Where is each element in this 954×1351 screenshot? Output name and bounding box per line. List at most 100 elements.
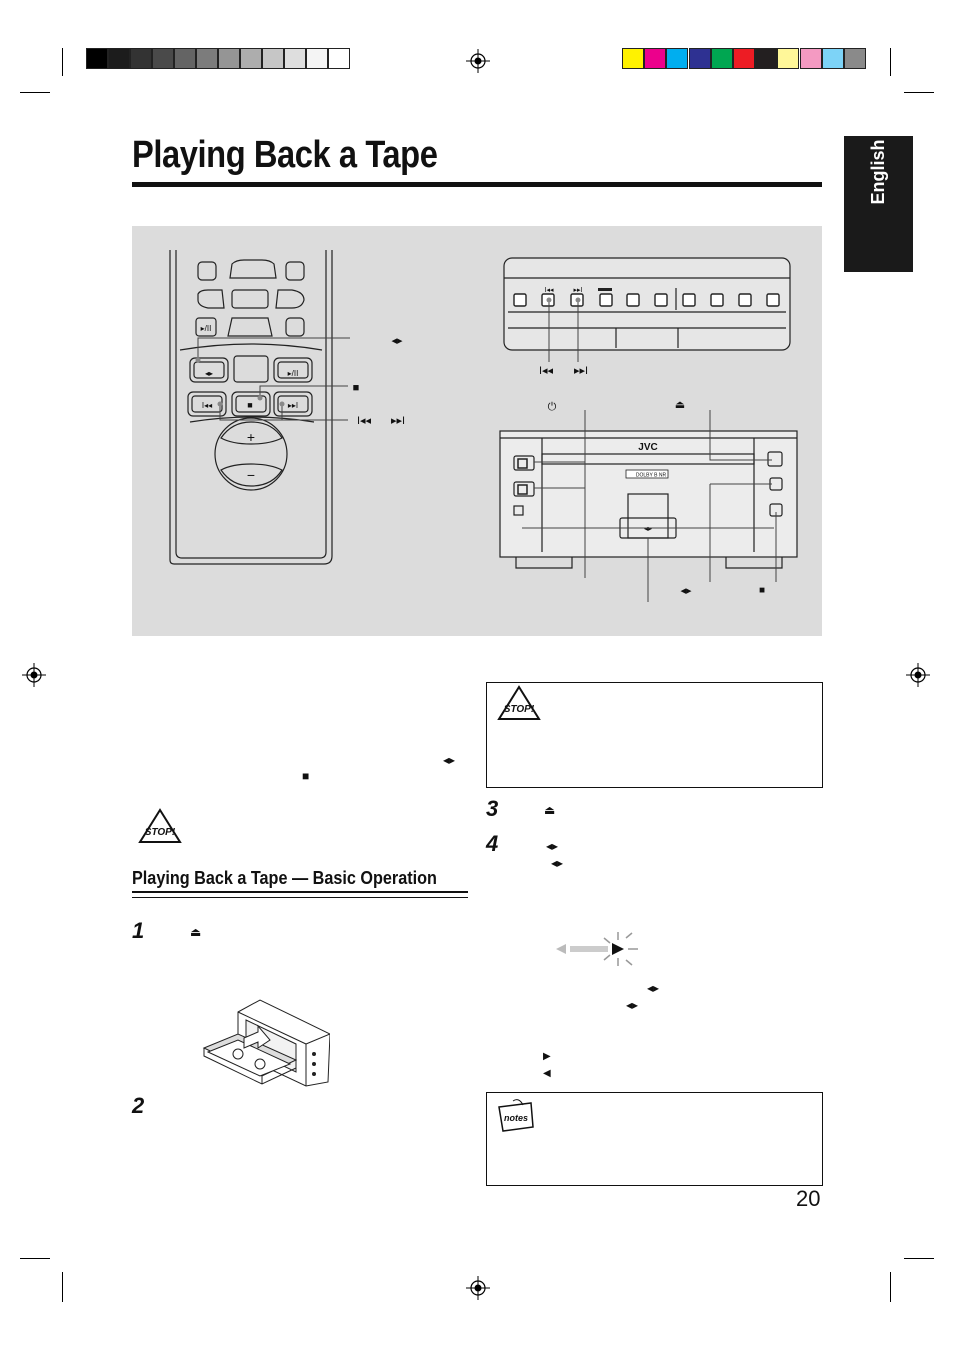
callout-dot bbox=[195, 357, 201, 363]
deck-dolby-text: DOLBY B NR bbox=[636, 473, 667, 479]
stop-warning-icon: STOP! bbox=[138, 808, 182, 843]
notes-icon: notes bbox=[498, 1099, 534, 1132]
strip-skip-fwd-label: ▸▸I bbox=[574, 287, 583, 294]
callout-deck-dir: ◂▸ bbox=[680, 585, 692, 597]
gray-swatch bbox=[196, 48, 218, 69]
strip-button bbox=[738, 293, 752, 307]
gray-swatch bbox=[284, 48, 306, 69]
page-title: Playing Back a Tape bbox=[132, 134, 438, 176]
registration-target-icon bbox=[466, 1276, 490, 1300]
tape-direction-icon: ◂▸ bbox=[626, 998, 639, 1012]
illustration-panel: ▸/II ◂▸ ▸/II I◂◂ ■ ▸▸I + − ◂▸ ■ I◂◂ ▸▸I bbox=[132, 226, 822, 636]
strip-button bbox=[599, 293, 613, 307]
step-2-number: 2 bbox=[132, 1093, 145, 1118]
strip-button bbox=[766, 293, 780, 307]
callout-dot bbox=[217, 401, 223, 407]
remote-tape-label: ◂▸ bbox=[205, 369, 213, 378]
button-strip bbox=[503, 257, 791, 351]
remote-control bbox=[169, 250, 333, 565]
section-rule bbox=[132, 891, 468, 893]
callout-dot bbox=[279, 401, 285, 407]
crop-mark bbox=[20, 1258, 50, 1259]
gray-swatch bbox=[262, 48, 284, 69]
strip-button bbox=[710, 293, 724, 307]
gray-swatch bbox=[152, 48, 174, 69]
gray-swatch bbox=[108, 48, 130, 69]
crop-mark bbox=[890, 1272, 891, 1302]
callout-dot bbox=[546, 297, 552, 303]
caution-box: STOP! bbox=[486, 682, 823, 788]
strip-indicator bbox=[598, 288, 612, 291]
step-3-number: 3 bbox=[486, 796, 499, 821]
inline-stop-symbol: ■ bbox=[302, 769, 310, 783]
gray-swatch bbox=[174, 48, 196, 69]
stop-warning-icon: STOP! bbox=[497, 685, 541, 720]
callout-skip-back: I◂◂ bbox=[357, 415, 372, 427]
deck-inner-button bbox=[517, 484, 528, 495]
gray-swatch bbox=[328, 48, 350, 69]
callout-dot bbox=[257, 395, 263, 401]
crop-mark bbox=[904, 1258, 934, 1259]
section-heading: Playing Back a Tape — Basic Operation bbox=[132, 868, 437, 888]
gray-swatch bbox=[218, 48, 240, 69]
registration-target-icon bbox=[466, 49, 490, 73]
remote-play-label: ▸/II bbox=[288, 369, 299, 378]
strip-skip-back-label: I◂◂ bbox=[545, 287, 554, 294]
language-tab: English bbox=[844, 136, 913, 272]
page-number: 20 bbox=[796, 1186, 821, 1211]
remote-callout-lines bbox=[197, 337, 350, 421]
inline-tape-dir-symbol: ◂▸ bbox=[443, 753, 456, 767]
section-rule bbox=[132, 897, 468, 898]
gray-swatch bbox=[86, 48, 108, 69]
callout-line bbox=[709, 410, 772, 461]
notes-icon-text: notes bbox=[504, 1113, 528, 1123]
gray-swatch bbox=[130, 48, 152, 69]
color-swatch bbox=[777, 48, 800, 69]
language-tab-label: English bbox=[868, 139, 888, 205]
strip-button bbox=[626, 293, 640, 307]
notes-box: notes bbox=[486, 1092, 823, 1186]
callout-deck-stop: ■ bbox=[759, 585, 765, 596]
step-1-number: 1 bbox=[132, 918, 145, 943]
color-swatch bbox=[733, 48, 755, 69]
crop-mark bbox=[62, 1272, 63, 1302]
callout-dot bbox=[575, 297, 581, 303]
color-swatch bbox=[755, 48, 778, 69]
controls-illustration: ▸/II ◂▸ ▸/II I◂◂ ■ ▸▸I + − ◂▸ ■ I◂◂ ▸▸I bbox=[169, 250, 798, 602]
callout-skip-fwd: ▸▸I bbox=[574, 365, 588, 377]
color-swatch bbox=[666, 48, 689, 69]
tape-direction-icon: ◂▸ bbox=[551, 856, 564, 870]
callout-tape-dir: ◂▸ bbox=[391, 335, 403, 347]
callout-skip-back: I◂◂ bbox=[539, 365, 554, 377]
color-swatch bbox=[844, 48, 866, 69]
callout-eject: ⏏ bbox=[675, 398, 685, 411]
remote-stop-label: ■ bbox=[247, 400, 252, 410]
eject-icon: ⏏ bbox=[544, 803, 556, 817]
eject-icon: ⏏ bbox=[190, 925, 202, 939]
gray-swatch bbox=[240, 48, 262, 69]
crop-mark bbox=[904, 92, 934, 93]
remote-skip-fwd-label: ▸▸I bbox=[288, 401, 298, 410]
color-swatch bbox=[710, 48, 733, 69]
title-rule bbox=[132, 182, 822, 187]
reverse-direction-icon: ◀ bbox=[543, 1068, 551, 1079]
strip-button bbox=[654, 293, 668, 307]
crop-mark bbox=[62, 48, 63, 76]
deck-brand: JVC bbox=[638, 442, 657, 453]
color-swatch bbox=[821, 48, 844, 69]
strip-button bbox=[682, 293, 696, 307]
remote-play-label: ▸/II bbox=[201, 324, 212, 333]
color-swatch bbox=[644, 48, 667, 69]
registration-target-icon bbox=[906, 663, 930, 687]
cassette-insert-illustration bbox=[202, 999, 330, 1087]
callout-power: ⏻ bbox=[548, 400, 557, 413]
tape-direction-icon: ◂▸ bbox=[647, 981, 660, 995]
direction-indicator-blink-icon bbox=[556, 932, 638, 966]
tape-direction-icon: ◂▸ bbox=[546, 839, 559, 853]
color-swatch bbox=[688, 48, 711, 69]
deck-inner-button bbox=[517, 458, 528, 469]
stop-warning-text: STOP! bbox=[145, 827, 176, 838]
callout-stop: ■ bbox=[353, 382, 360, 394]
crop-mark bbox=[890, 48, 891, 76]
remote-plus-label: + bbox=[247, 429, 255, 445]
